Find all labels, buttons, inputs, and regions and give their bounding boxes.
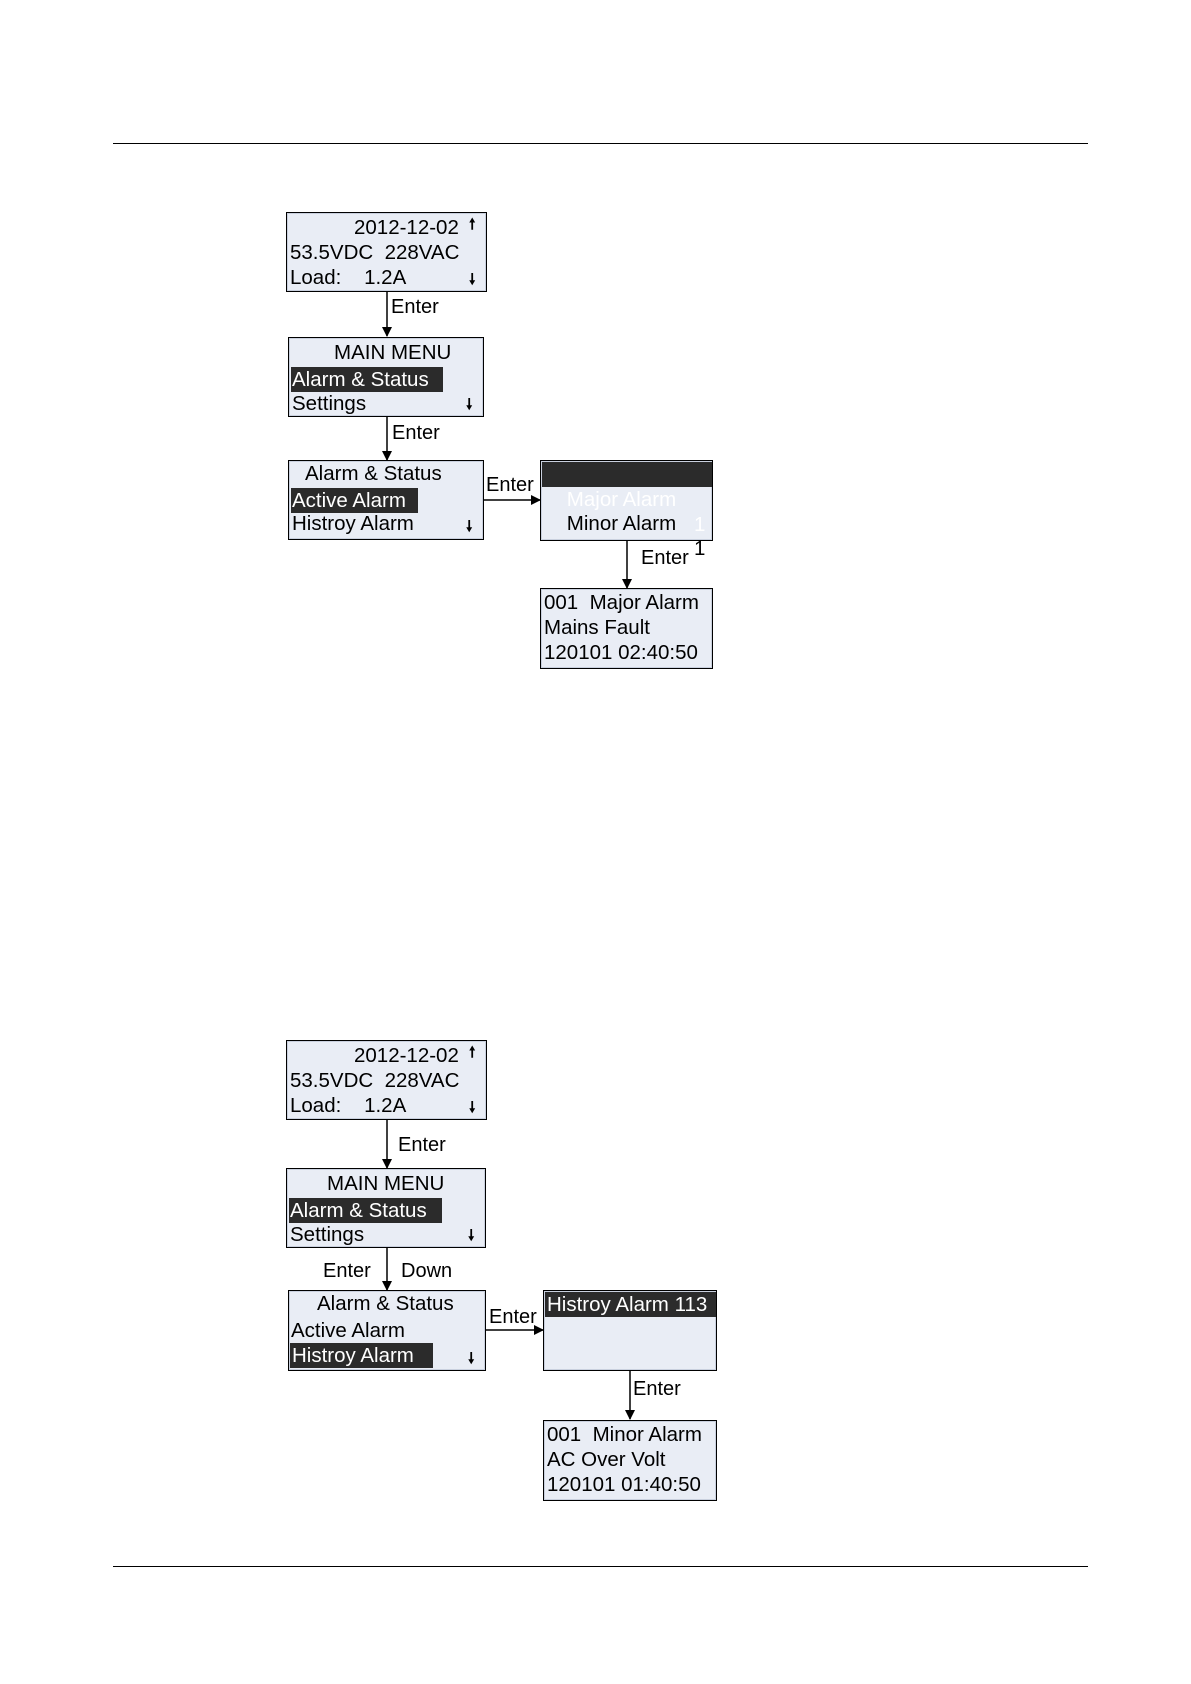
status-item-active-alarm[interactable]: Active Alarm (291, 1319, 405, 1342)
menu-item-settings[interactable]: Settings (292, 392, 367, 415)
arrow-down-icon: 🠗 (469, 1099, 476, 1116)
enter-label: Enter (489, 1306, 537, 1328)
detail-line-1: 001 Major Alarm (544, 591, 699, 614)
arrow-down-icon: 🠗 (466, 396, 473, 413)
detail-line-2: Mains Fault (544, 616, 650, 639)
arrow-up-icon: 🠕 (469, 1044, 476, 1061)
arrow-up-icon: 🠕 (469, 216, 476, 233)
status-title: Alarm & Status (317, 1292, 454, 1315)
major-alarm-count: 1 (694, 513, 706, 536)
home-date: 2012-12-02 (354, 1044, 459, 1067)
enter-label: Enter (398, 1134, 446, 1156)
lcd-alarm-detail: 001 Major Alarm Mains Fault 120101 02:40… (540, 588, 713, 669)
home-date: 2012-12-02 (354, 216, 459, 239)
menu-item-alarm-status[interactable]: Alarm & Status (291, 367, 443, 392)
enter-label: Enter (486, 474, 534, 496)
enter-label: Enter (641, 547, 689, 569)
lcd-main-menu: MAIN MENU Alarm & Status Settings 🠗 (288, 337, 484, 417)
enter-label: Enter (392, 422, 440, 444)
minor-alarm-label: Minor Alarm (566, 512, 677, 535)
lcd-alarm-counts: Major Alarm 1 Minor Alarm 1 (540, 460, 713, 560)
status-item-history-alarm[interactable]: Histroy Alarm (292, 512, 414, 535)
minor-alarm-row[interactable]: Minor Alarm 1 (544, 486, 710, 560)
status-title: Alarm & Status (305, 462, 442, 485)
lcd-history-alarm: Histroy Alarm 113 (543, 1290, 717, 1371)
enter-label: Enter (323, 1260, 371, 1282)
menu-item-alarm-status[interactable]: Alarm & Status (289, 1198, 442, 1223)
detail-line-1: 001 Minor Alarm (547, 1423, 702, 1446)
arrow-down-icon: 🠗 (468, 1350, 475, 1367)
lcd-alarm-status: Alarm & Status Active Alarm Histroy Alar… (288, 1290, 486, 1371)
lcd-alarm-detail: 001 Minor Alarm AC Over Volt 120101 01:4… (543, 1420, 717, 1501)
header-rule (113, 143, 1088, 144)
menu-item-settings[interactable]: Settings (290, 1223, 365, 1246)
minor-alarm-count: 1 (694, 537, 706, 560)
detail-line-3: 120101 01:40:50 (547, 1473, 701, 1496)
home-load: Load: 1.2A (290, 266, 407, 289)
status-item-active-alarm[interactable]: Active Alarm (291, 488, 418, 513)
arrow-down-icon: 🠗 (469, 271, 476, 288)
lcd-home-screen: 2012-12-02 🠕 53.5VDC 228VAC Load: 1.2A 🠗 (286, 212, 487, 292)
lcd-main-menu: MAIN MENU Alarm & Status Settings 🠗 (286, 1168, 486, 1248)
down-label: Down (401, 1260, 453, 1282)
lcd-alarm-status: Alarm & Status Active Alarm Histroy Alar… (288, 460, 484, 540)
footer-rule (113, 1566, 1088, 1567)
home-load: Load: 1.2A (290, 1094, 407, 1117)
status-item-history-alarm[interactable]: Histroy Alarm (290, 1343, 433, 1368)
home-voltages: 53.5VDC 228VAC (290, 1069, 460, 1092)
history-alarm-header[interactable]: Histroy Alarm 113 (545, 1292, 716, 1317)
lcd-home-screen: 2012-12-02 🠕 53.5VDC 228VAC Load: 1.2A 🠗 (286, 1040, 487, 1120)
enter-label: Enter (633, 1378, 681, 1400)
menu-title: MAIN MENU (334, 341, 452, 364)
detail-line-2: AC Over Volt (547, 1448, 666, 1471)
menu-title: MAIN MENU (327, 1172, 445, 1195)
detail-line-3: 120101 02:40:50 (544, 641, 698, 664)
enter-label: Enter (391, 296, 439, 318)
home-voltages: 53.5VDC 228VAC (290, 241, 460, 264)
arrow-down-icon: 🠗 (466, 518, 473, 535)
major-alarm-row[interactable]: Major Alarm 1 (542, 462, 712, 536)
major-alarm-label: Major Alarm (566, 488, 677, 511)
arrow-down-icon: 🠗 (468, 1227, 475, 1244)
